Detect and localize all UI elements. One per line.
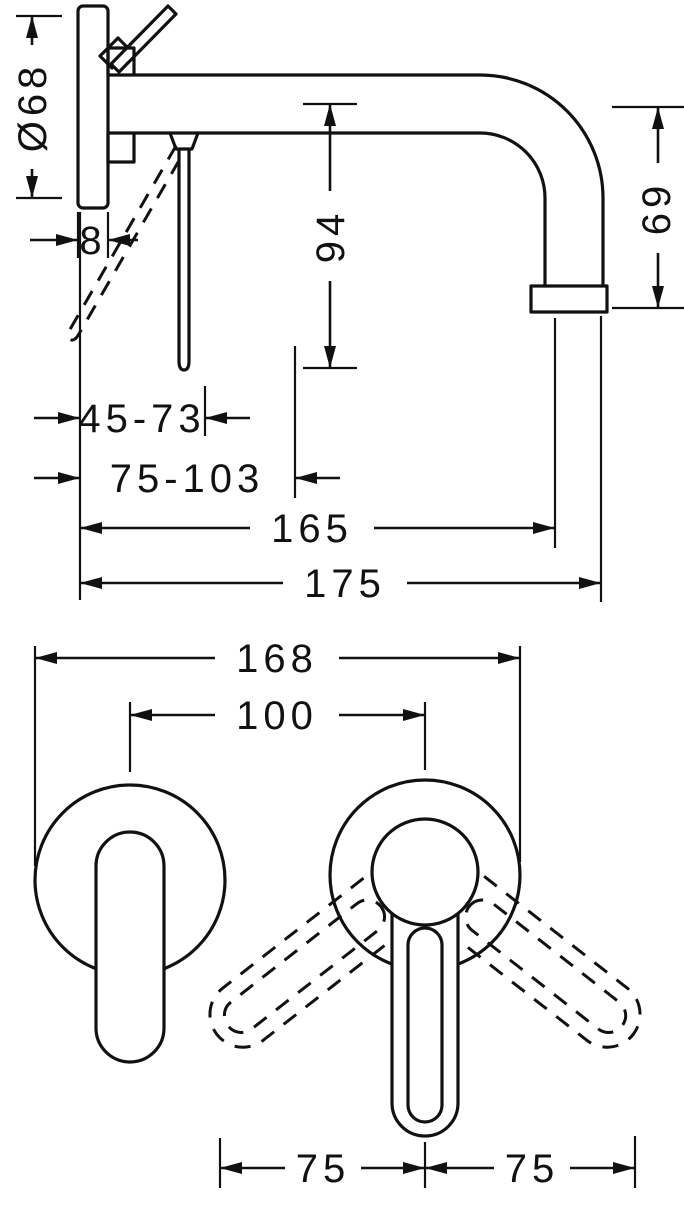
arrowhead-left [108, 234, 130, 246]
wall-plate [76, 4, 110, 210]
dimension-center-distance: 100 [128, 694, 427, 772]
dim-label: 165 [271, 507, 353, 551]
dimension-handle-drop: 94 [303, 102, 357, 370]
arrowhead-right [403, 709, 425, 721]
loop-hole-dashed [222, 898, 386, 1034]
arrowhead-right [403, 1162, 425, 1174]
spout [134, 73, 605, 286]
dim-label-group: 94 [309, 191, 353, 281]
dimension-total-projection: 175 [80, 316, 603, 606]
handle-knob [370, 817, 480, 927]
arrowhead-right [58, 472, 80, 484]
arrowhead-left [205, 412, 227, 424]
dimension-swing: 75 75 [218, 1136, 637, 1191]
dimension-spout-drop: 69 [612, 105, 684, 310]
arrowhead-right [533, 522, 555, 534]
label-backdrop [285, 1147, 361, 1189]
arrowhead-up [324, 104, 336, 126]
arrowhead-down [324, 346, 336, 368]
mixer-body [106, 46, 136, 164]
dim-label: 75 [505, 1147, 560, 1191]
arrowhead-right [56, 234, 78, 246]
dimension-handle-range-max: 75-103 [34, 346, 340, 501]
dim-label: 75 [296, 1147, 351, 1191]
body-upper [106, 46, 136, 77]
dimension-swing-left: 75 [220, 1147, 425, 1191]
dimension-swing-right: 75 [425, 1147, 635, 1191]
handle-lever [109, 4, 178, 74]
arrowhead-up [652, 107, 664, 129]
arrowhead-left [295, 472, 317, 484]
loop-handle [370, 817, 480, 1138]
body-lower [106, 131, 136, 164]
dimension-spout-reach: 165 [80, 318, 557, 551]
arrowhead-left [80, 522, 102, 534]
side-view: Ø68 8 94 [11, 4, 684, 606]
dim-label: 94 [309, 209, 353, 264]
handle-pin [177, 149, 191, 372]
label-backdrop [215, 694, 339, 736]
loop-hole [406, 926, 444, 1124]
spout-outlet [529, 284, 609, 314]
handle-lever-up [98, 4, 178, 74]
dim-label: 100 [236, 694, 318, 738]
dim-label: Ø68 [11, 62, 55, 153]
arrowhead-right [498, 652, 520, 664]
handle-lever-down [168, 132, 200, 372]
arrowhead-down [652, 286, 664, 308]
label-backdrop [635, 163, 677, 253]
handle-pivot [168, 132, 200, 151]
front-view: 168 100 [33, 637, 642, 1191]
dim-label-group: Ø68 [11, 45, 55, 169]
arrowhead-right [579, 577, 601, 589]
dim-label: 45-73 [78, 397, 205, 441]
dim-label: 168 [236, 637, 318, 681]
dimension-handle-range: 45-73 [34, 386, 250, 441]
arrowhead-left [425, 1162, 447, 1174]
label-backdrop [215, 637, 339, 679]
arrowhead-left [130, 709, 152, 721]
handle-pin-dashed [66, 144, 187, 342]
left-lever-handle [94, 830, 166, 1064]
label-backdrop [494, 1147, 570, 1189]
arrowhead-left [220, 1162, 242, 1174]
handle-lever-down-dashed [66, 144, 187, 342]
arrowhead-right [613, 1162, 635, 1174]
arrowhead-right [58, 412, 80, 424]
loop-hole-dashed [464, 898, 628, 1034]
arrowhead-up [26, 16, 38, 38]
arrowhead-left [35, 652, 57, 664]
dim-label-group: 69 [635, 163, 679, 253]
dim-label: 8 [79, 219, 106, 263]
dim-label: 69 [635, 181, 679, 236]
arrowhead-left [80, 577, 102, 589]
label-backdrop [283, 562, 407, 604]
dimension-escutcheon-depth: 8 [30, 212, 138, 263]
dimension-escutcheon-diameter: Ø68 [11, 14, 62, 200]
dimension-overall-width: 168 [33, 637, 522, 866]
dim-label: 75-103 [110, 457, 265, 501]
label-backdrop [309, 191, 351, 281]
dim-label: 175 [304, 562, 386, 606]
label-backdrop [250, 507, 374, 549]
label-backdrop [11, 45, 53, 169]
arrowhead-down [26, 176, 38, 198]
